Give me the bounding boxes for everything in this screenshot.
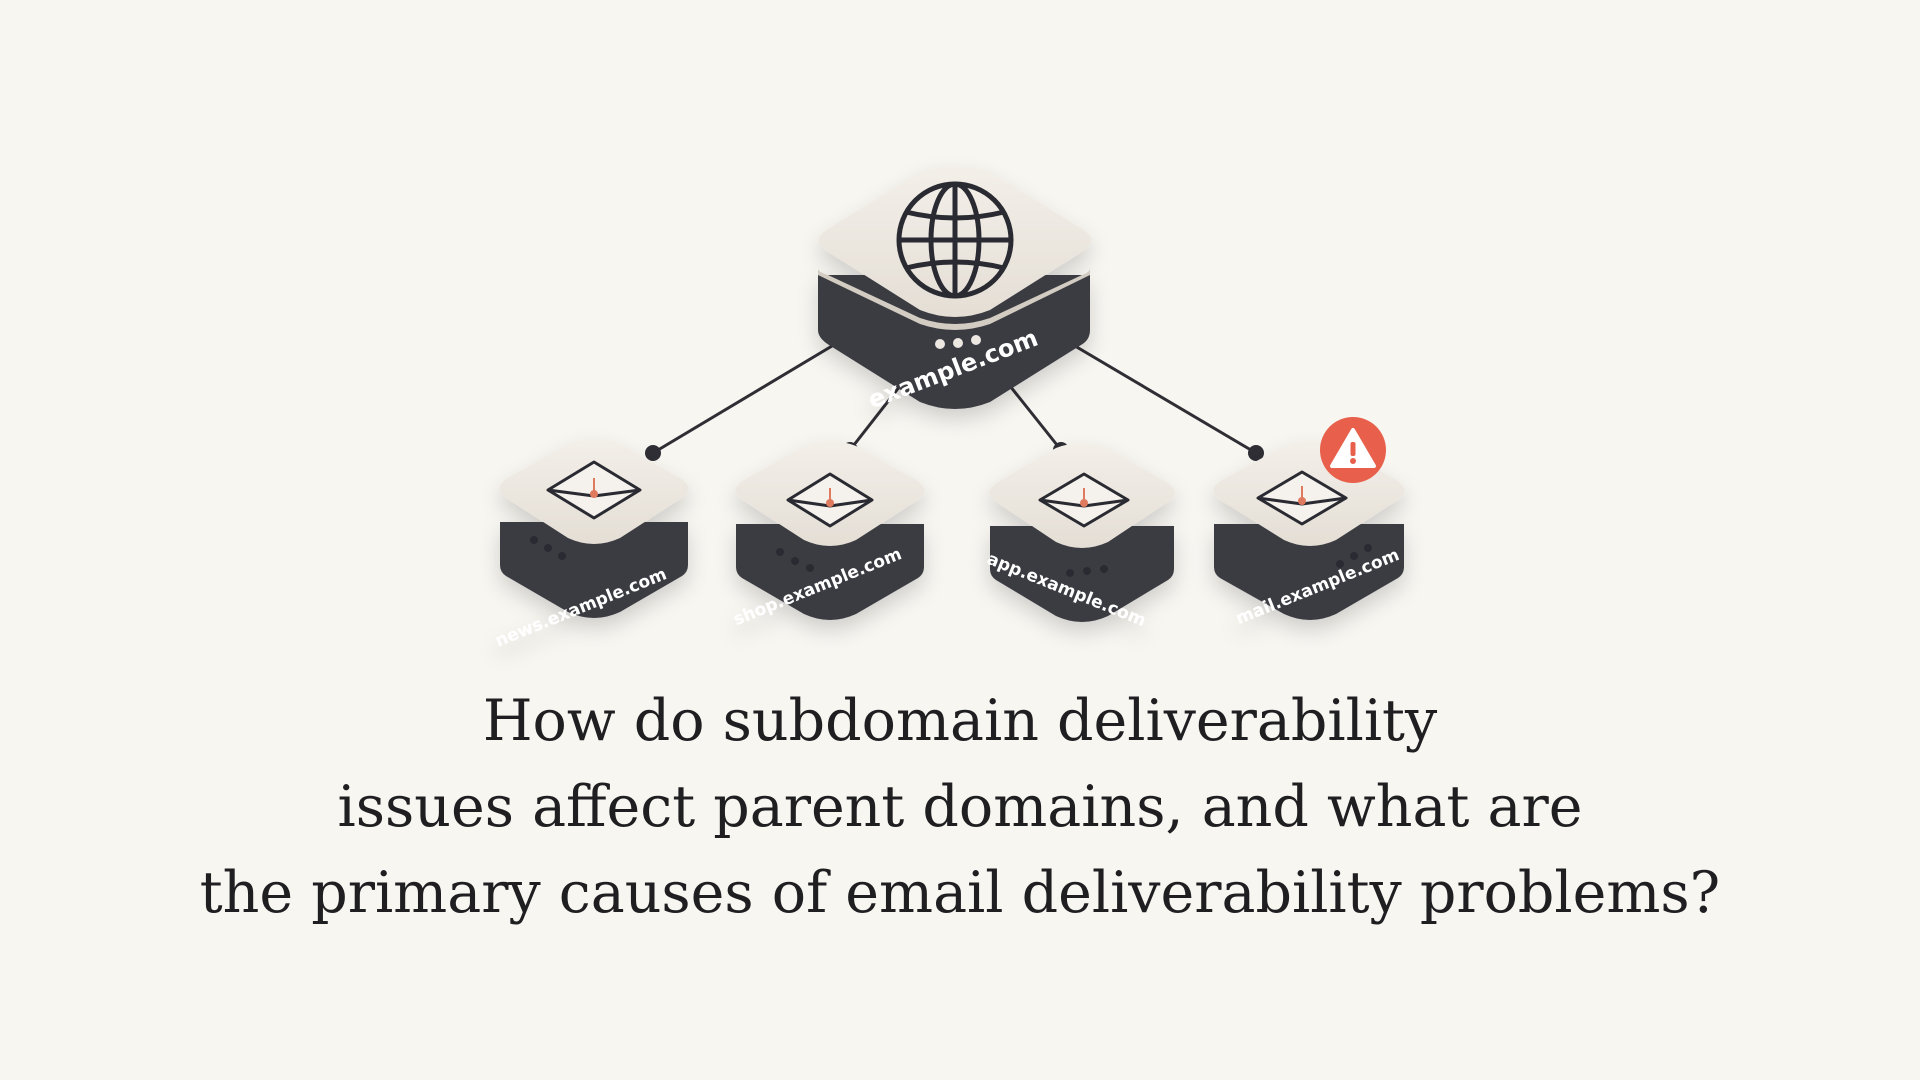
connector-shop	[848, 385, 902, 451]
question-line: the primary causes of email deliverabili…	[199, 860, 1721, 926]
subdomain-node-app: app.example.com	[984, 443, 1175, 631]
envelope-icon	[546, 460, 642, 520]
connector-mail	[1074, 344, 1257, 455]
envelope-icon	[1256, 470, 1348, 526]
node-status-dots	[776, 548, 814, 572]
question-line: issues affect parent domains, and what a…	[337, 774, 1583, 840]
globe-icon	[896, 181, 1014, 299]
root-status-dots	[935, 335, 981, 349]
subdomain-node-news: news.example.com	[493, 439, 689, 651]
node-base	[1214, 524, 1404, 620]
node-base	[990, 526, 1174, 622]
envelope-icon	[1038, 472, 1130, 528]
envelope-icon	[786, 472, 874, 528]
root-node-edge	[818, 268, 1090, 330]
node-status-dots	[530, 536, 566, 560]
question-line: How do subdomain deliverability	[482, 688, 1438, 754]
warning-badge	[1320, 417, 1386, 483]
node-base	[736, 524, 924, 620]
subdomain-node-shop: shop.example.com	[731, 441, 925, 630]
connector-app	[1008, 385, 1063, 451]
question-heading: How do subdomain deliverability issues a…	[160, 678, 1760, 936]
warning-icon	[1330, 428, 1376, 468]
root-domain-node: example.com	[818, 166, 1091, 414]
connector-lines	[652, 344, 1257, 455]
node-status-dots	[1336, 544, 1372, 568]
endpoint-dot	[645, 445, 661, 461]
connector-endpoints	[645, 442, 1264, 461]
endpoint-dot	[1248, 445, 1264, 461]
node-status-dots	[1066, 565, 1108, 577]
connector-news	[652, 344, 833, 455]
